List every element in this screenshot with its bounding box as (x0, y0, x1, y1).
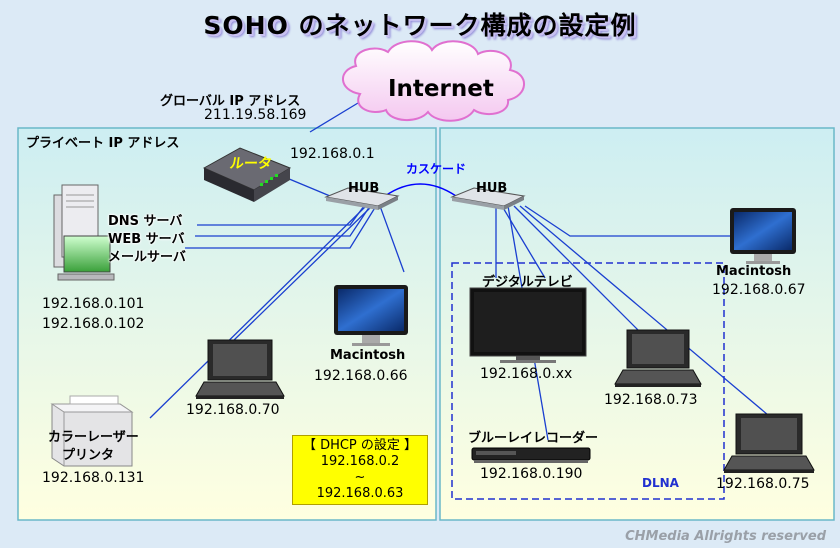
laptop-left-ip: 192.168.0.70 (186, 402, 280, 418)
dhcp-start: 192.168.0.2 (320, 454, 400, 469)
dhcp-title: 【 DHCP の設定 】 (302, 438, 418, 453)
global-ip-label: グローバル IP アドレス (160, 94, 301, 109)
server-role-dns: DNS サーバ (108, 214, 183, 229)
router-label: ルータ (228, 156, 273, 172)
dhcp-sep: ~ (354, 470, 366, 485)
laptop-mid-icon (614, 329, 702, 387)
bluray-recorder-icon (471, 447, 591, 463)
hub-right-icon (450, 187, 526, 210)
mac-left-icon (334, 285, 408, 346)
laptop-right-icon (723, 413, 815, 473)
internet-label: Internet (388, 76, 494, 102)
dhcp-box: 【 DHCP の設定 】 192.168.0.2 ~ 192.168.0.63 (292, 435, 428, 505)
mac-left-ip: 192.168.0.66 (314, 368, 408, 384)
server-role-web: WEB サーバ (108, 232, 185, 247)
mac-right-label: Macintosh (716, 264, 792, 279)
hub-right-label: HUB (476, 181, 508, 196)
tv-icon (469, 287, 587, 363)
bluray-ip: 192.168.0.190 (480, 466, 583, 482)
tv-ip: 192.168.0.xx (480, 366, 573, 382)
printer-label-line1: カラーレーザー (48, 430, 139, 445)
laptop-left-icon (195, 339, 285, 399)
router-icon (202, 147, 292, 202)
bluray-label: ブルーレイレコーダー (468, 431, 599, 446)
tv-label: デジタルテレビ (482, 275, 573, 290)
router-ip: 192.168.0.1 (290, 146, 375, 162)
mac-left-label: Macintosh (330, 348, 406, 363)
hub-left-label: HUB (348, 181, 380, 196)
dhcp-end: 192.168.0.63 (316, 486, 404, 501)
server-ip-1: 192.168.0.101 (42, 296, 145, 312)
cascade-line (384, 183, 457, 197)
printer-label-line2: プリンタ (62, 448, 115, 463)
printer-icon (50, 395, 134, 467)
copyright-credit: CHMedia Allrights reserved (625, 529, 826, 544)
internet-cloud (342, 40, 525, 122)
laptop-mid-ip: 192.168.0.73 (604, 392, 698, 408)
server-role-mail: メールサーバ (108, 250, 186, 265)
cables (149, 102, 769, 441)
dlna-label: DLNA (642, 476, 679, 490)
cascade-label: カスケード (406, 162, 467, 176)
mac-right-icon (730, 208, 796, 264)
mac-right-ip: 192.168.0.67 (712, 282, 806, 298)
server-ip-2: 192.168.0.102 (42, 316, 145, 332)
laptop-right-ip: 192.168.0.75 (716, 476, 810, 492)
server-icon (53, 184, 115, 281)
hub-left-icon (324, 187, 400, 210)
printer-ip: 192.168.0.131 (42, 470, 145, 486)
private-ip-label: プライベート IP アドレス (26, 136, 180, 151)
page-title: SOHO のネットワーク構成の設定例 (203, 11, 637, 40)
global-ip-address: 211.19.58.169 (204, 107, 307, 123)
